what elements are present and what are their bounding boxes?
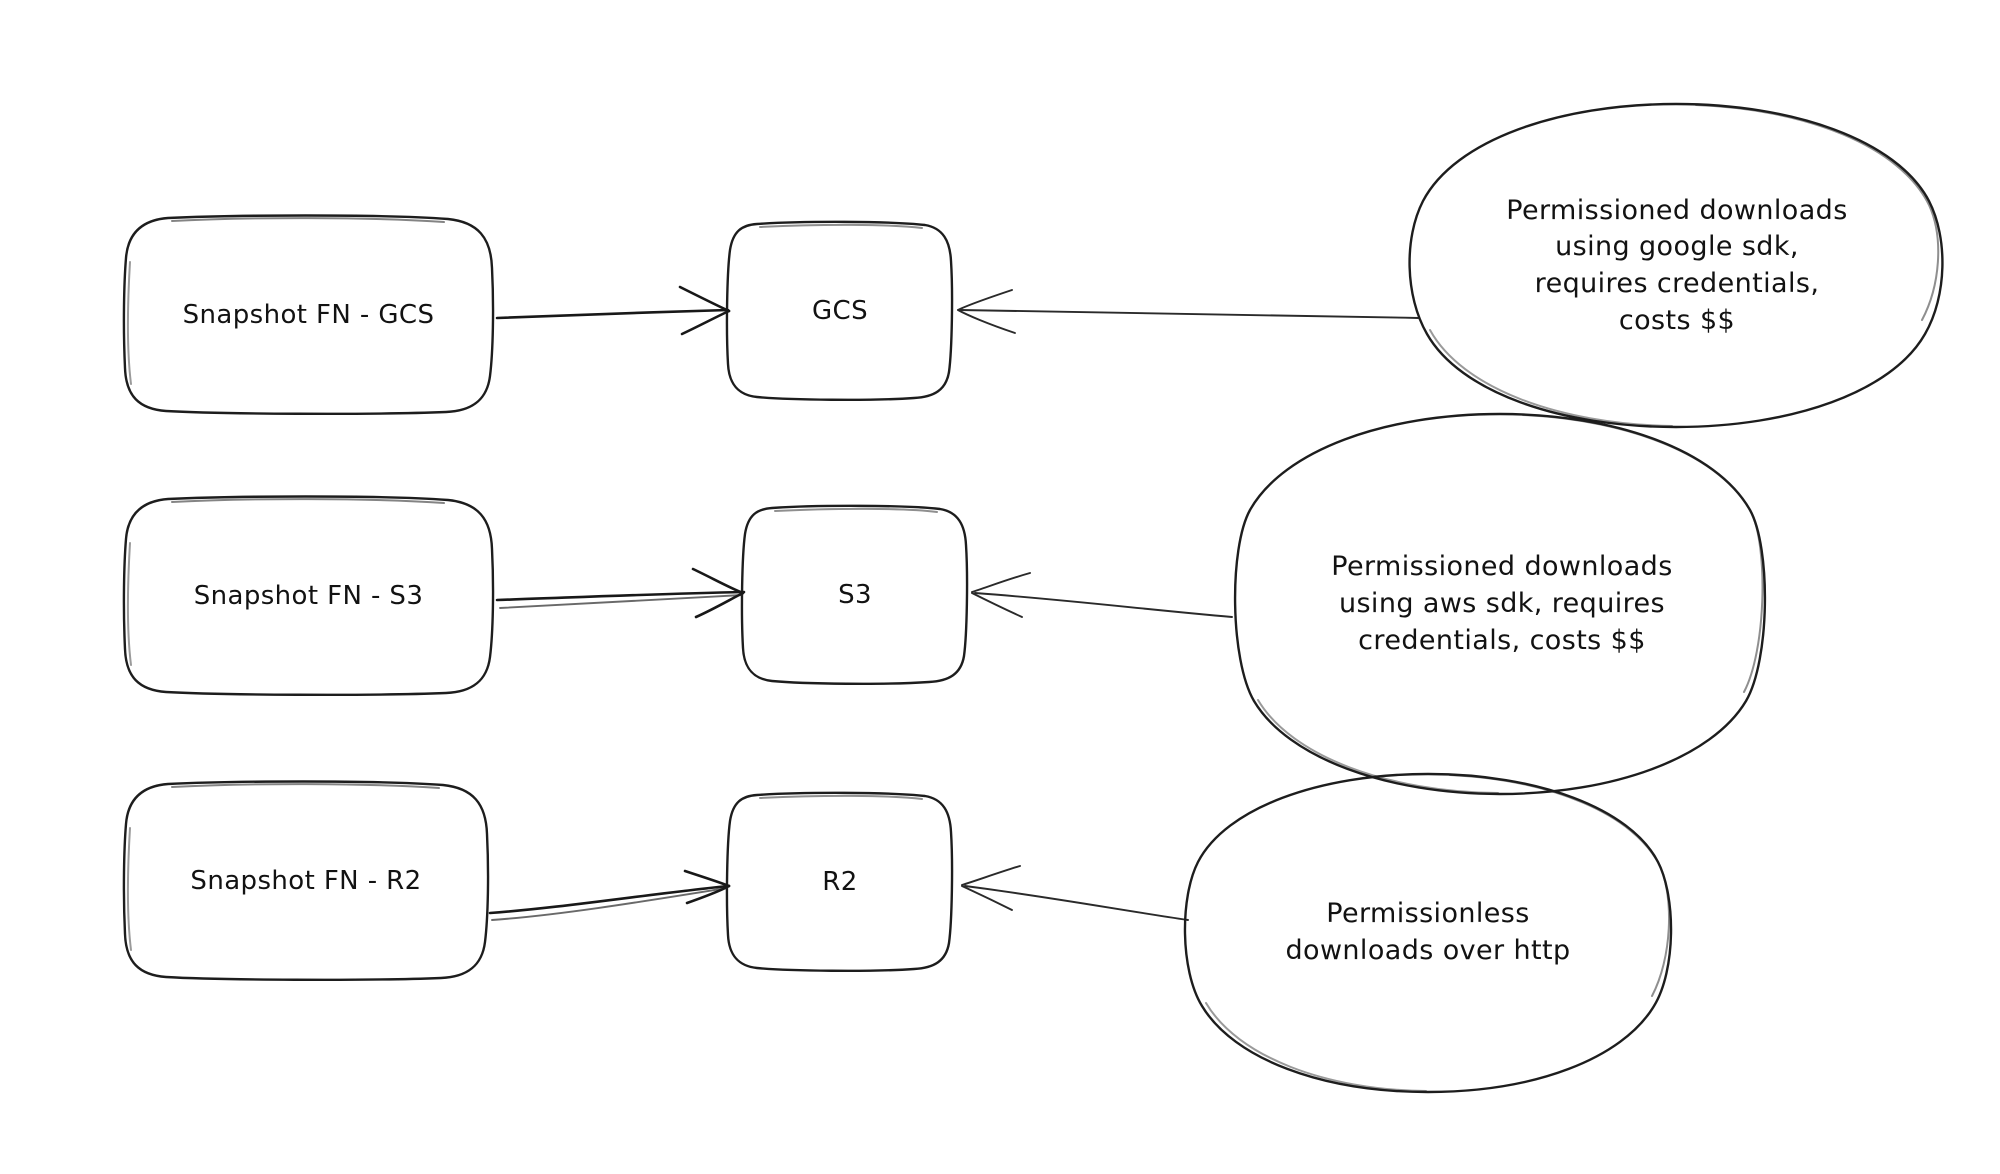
note-node-gcs[interactable]	[1408, 102, 1944, 429]
store-node-s3[interactable]	[740, 504, 969, 686]
source-node-gcs[interactable]	[122, 214, 495, 416]
source-node-r2[interactable]	[122, 780, 490, 982]
store-node-r2[interactable]	[725, 791, 954, 973]
arrow-note-to-store-gcs	[957, 289, 1419, 334]
arrow-source-to-store-s3	[495, 567, 746, 619]
arrow-source-to-store-r2	[488, 869, 731, 921]
note-node-r2[interactable]	[1183, 772, 1673, 1094]
store-node-gcs[interactable]	[725, 220, 954, 402]
source-node-s3[interactable]	[122, 495, 495, 697]
arrow-source-to-store-gcs	[495, 285, 731, 336]
note-node-s3[interactable]	[1233, 412, 1767, 796]
arrow-note-to-store-s3	[971, 572, 1233, 618]
arrow-note-to-store-r2	[961, 865, 1189, 921]
